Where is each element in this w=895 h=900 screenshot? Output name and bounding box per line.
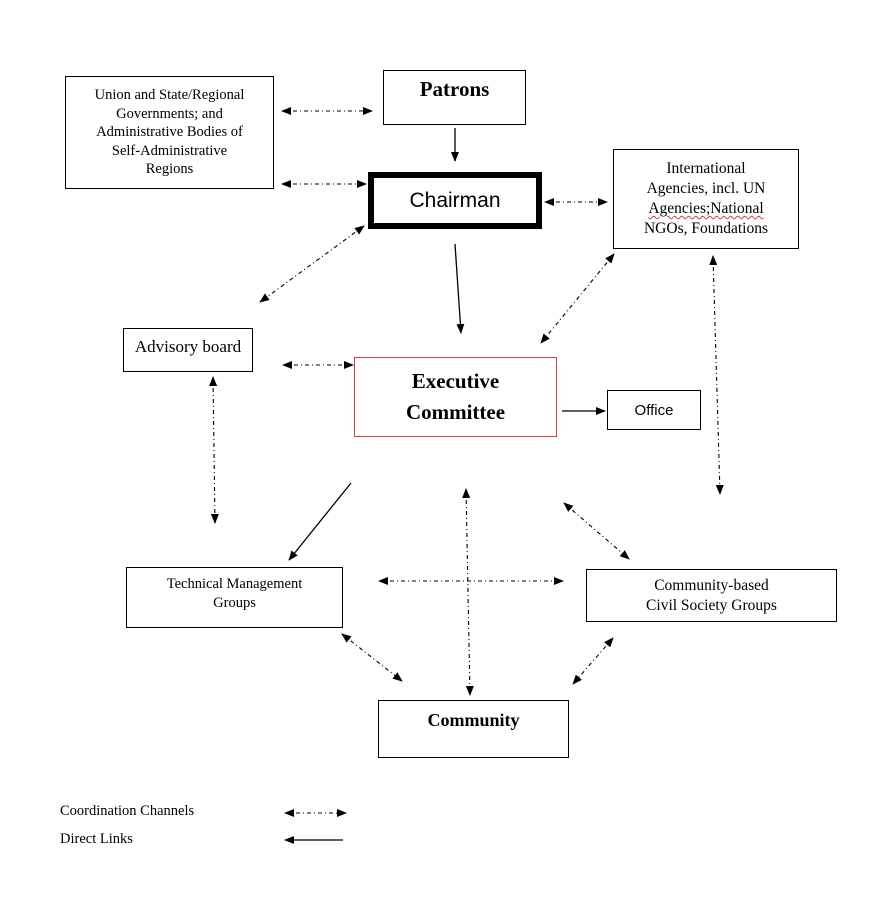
coord-link-executive-civil <box>563 502 630 560</box>
node-label-line: Groups <box>213 595 256 611</box>
direct-link-chairman-executive <box>454 243 465 334</box>
node-advisory-board: Advisory board <box>123 328 253 372</box>
node-international-agencies: International Agencies, incl. UN Agencie… <box>613 149 799 249</box>
legend-direct-label: Direct Links <box>60 831 133 847</box>
node-label-line: International <box>666 160 746 177</box>
legend-coordination-label: Coordination Channels <box>60 803 195 819</box>
node-label-line: Administrative Bodies of <box>96 124 243 141</box>
node-label-line: Self-Administrative <box>111 142 228 159</box>
node-label: Advisory board <box>134 337 242 356</box>
node-office: Office <box>607 390 701 430</box>
coord-link-international-executive <box>540 253 615 344</box>
node-label: Office <box>634 401 674 419</box>
node-label-line: Union and State/Regional <box>94 87 245 104</box>
node-label-line: Technical Management <box>166 576 303 592</box>
node-label: Chairman <box>409 188 501 212</box>
node-label-line: Governments; and <box>116 105 223 122</box>
node-label: Patrons <box>419 77 490 101</box>
direct-link-executive-technical <box>288 482 352 561</box>
node-chairman: Chairman <box>368 172 542 229</box>
coord-link-technical-community <box>341 633 403 682</box>
node-label-line: Agencies, incl. UN <box>646 180 766 197</box>
node-label-line: Executive <box>411 369 500 393</box>
coord-link-executive-community <box>462 488 474 696</box>
node-label: Community <box>427 710 520 730</box>
node-patrons: Patrons <box>383 70 526 125</box>
node-label-line: NGOs, Foundations <box>643 220 768 237</box>
node-label-line: Regions <box>145 161 194 178</box>
coord-link-civil-community <box>572 637 614 685</box>
coord-link-advisory-technical <box>209 376 219 524</box>
node-community: Community <box>378 700 569 758</box>
node-executive-committee: Executive Committee <box>354 357 557 437</box>
node-label-line-spellcheck: Agencies;National <box>648 200 764 217</box>
node-label-line: Community-based <box>654 576 769 594</box>
node-union-governments: Union and State/Regional Governments; an… <box>65 76 274 189</box>
node-civil-society-groups: Community-based Civil Society Groups <box>586 569 837 622</box>
coord-link-chairman-advisory <box>259 225 365 303</box>
node-label-line: Civil Society Groups <box>646 596 777 614</box>
node-label-line: Committee <box>405 400 506 424</box>
coord-link-international-civil <box>709 255 724 495</box>
node-technical-management-groups: Technical Management Groups <box>126 567 343 628</box>
